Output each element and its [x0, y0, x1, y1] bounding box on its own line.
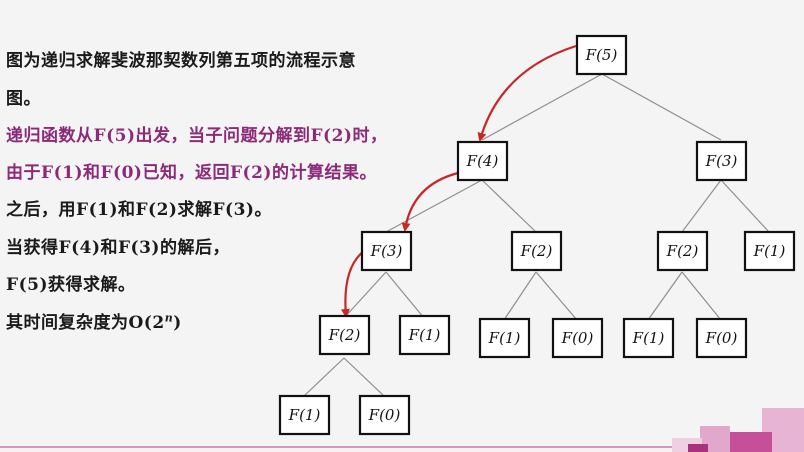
- svg-text:F(2): F(2): [666, 242, 699, 260]
- svg-text:F(5): F(5): [585, 46, 618, 64]
- node-f1-mid: F(1): [478, 317, 531, 359]
- edge-f4-f2: [481, 179, 537, 233]
- complexity-prefix: 其时间复杂度为O(: [6, 313, 153, 333]
- svg-text:F(2): F(2): [520, 242, 553, 260]
- svg-text:F(1): F(1): [753, 242, 786, 260]
- node-f2-mid: F(2): [510, 230, 563, 272]
- node-f2-left: F(2): [318, 314, 371, 356]
- decor-square-2: [728, 432, 772, 452]
- edge-f3-f1-left: [385, 271, 425, 319]
- edge-f3-f2: [681, 179, 722, 233]
- tree-edges: [303, 73, 770, 397]
- complexity-base: 2: [152, 313, 165, 333]
- text-line-3: 递归函数从F(5)出发，当子问题分解到F(2)时，: [6, 126, 388, 146]
- svg-text:F(3): F(3): [370, 242, 403, 260]
- edge-f4-f3: [385, 179, 483, 233]
- svg-text:F(1): F(1): [408, 326, 441, 344]
- node-f3-left: F(3): [360, 230, 413, 272]
- svg-text:F(1): F(1): [488, 329, 521, 347]
- svg-text:F(0): F(0): [561, 329, 594, 347]
- call-arrow-f4-f3: [401, 171, 459, 232]
- node-f1-right-top: F(1): [743, 230, 796, 272]
- text-line-2: 图。: [6, 89, 41, 109]
- complexity-exponent: n: [164, 311, 174, 325]
- text-line-6: 当获得F(4)和F(3)的解后，: [6, 238, 230, 258]
- node-f3-right: F(3): [695, 140, 748, 182]
- edge-f3-f1: [720, 179, 770, 233]
- edge-f2-f0-bottom: [343, 357, 385, 397]
- svg-text:F(3): F(3): [705, 152, 738, 170]
- edge-f2-f0-right: [681, 271, 722, 321]
- svg-text:F(4): F(4): [466, 152, 499, 170]
- call-arrow-f5-f4: [477, 44, 577, 142]
- edge-f5-f3: [601, 73, 722, 141]
- svg-text:F(1): F(1): [632, 329, 665, 347]
- recursion-call-arrows: [340, 44, 577, 318]
- node-f1-bottom: F(1): [278, 394, 331, 436]
- text-line-4: 由于F(1)和F(0)已知，返回F(2)的计算结果。: [6, 163, 377, 183]
- node-f0-mid: F(0): [551, 317, 604, 359]
- text-line-5: 之后，用F(1)和F(2)求解F(3)。: [6, 200, 272, 220]
- edge-f2-f1-right: [647, 271, 683, 321]
- edge-f2-f0-mid: [535, 271, 578, 321]
- call-arrow-f3-f2: [340, 250, 365, 318]
- complexity-suffix: ): [173, 313, 182, 333]
- edge-f3-f2-left: [343, 271, 387, 319]
- text-line-8: 其时间复杂度为O(2n): [6, 308, 182, 333]
- edge-f2-f1-bottom: [303, 357, 345, 397]
- node-f1-right: F(1): [622, 317, 675, 359]
- svg-text:F(2): F(2): [328, 326, 361, 344]
- node-f4: F(4): [456, 140, 509, 182]
- text-line-7: F(5)获得求解。: [6, 275, 136, 295]
- edge-f5-f4: [481, 73, 603, 141]
- decor-square-5: [688, 444, 708, 452]
- edge-f2-f1-mid: [503, 271, 537, 321]
- node-f2-right: F(2): [656, 230, 709, 272]
- node-f5: F(5): [575, 34, 628, 76]
- text-line-1: 图为递归求解斐波那契数列第五项的流程示意: [6, 51, 356, 71]
- node-f0-right: F(0): [695, 317, 748, 359]
- svg-text:F(1): F(1): [288, 406, 321, 424]
- node-f1-left: F(1): [398, 314, 451, 356]
- svg-text:F(0): F(0): [368, 406, 401, 424]
- node-f0-bottom: F(0): [358, 394, 411, 436]
- svg-text:F(0): F(0): [705, 329, 738, 347]
